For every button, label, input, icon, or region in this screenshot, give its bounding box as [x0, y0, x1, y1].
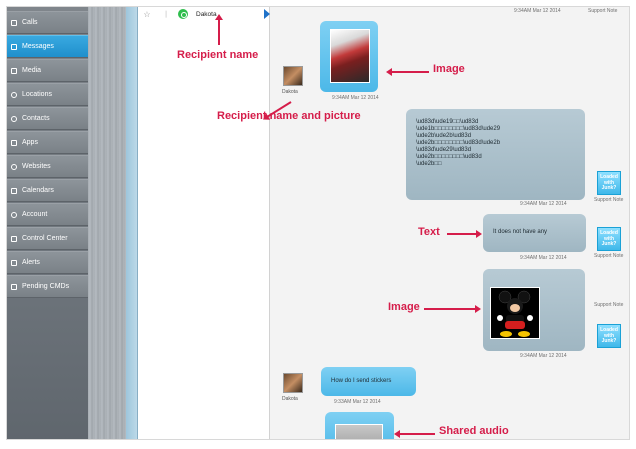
annotation-arrow	[394, 430, 435, 438]
apps-icon	[11, 139, 17, 146]
support-note-link[interactable]: Support Note	[594, 253, 624, 259]
app-window: Calls Messages Media Locations Contacts …	[6, 6, 630, 440]
annotation-label: Image	[388, 301, 420, 313]
brushed-metal-panel	[88, 7, 126, 439]
sidebar-item-label: Calendars	[22, 187, 54, 194]
sidebar-item-alerts[interactable]: Alerts	[7, 251, 88, 274]
annotation-arrow	[386, 68, 429, 76]
badge-text: Loaded	[600, 327, 618, 333]
sidebar-item-label: Media	[22, 67, 42, 74]
sidebar-item-label: Locations	[22, 91, 52, 98]
loaded-with-junk-badge[interactable]: Loaded with Junk?	[597, 171, 621, 195]
message-bubble-outgoing[interactable]	[483, 269, 585, 351]
sidebar: Calls Messages Media Locations Contacts …	[7, 7, 88, 439]
sidebar-item-label: Contacts	[22, 115, 50, 122]
annotation-label: Shared audio	[439, 425, 509, 437]
sidebar-item-control-center[interactable]: Control Center	[7, 227, 88, 250]
recipient-name: Dakota	[196, 10, 217, 18]
sender-name: Dakota	[282, 89, 298, 95]
shared-image[interactable]	[330, 29, 370, 83]
sidebar-item-apps[interactable]: Apps	[7, 131, 88, 154]
avatar	[283, 373, 303, 393]
annotation-label: Recipient name	[177, 49, 259, 61]
timestamp: 9:34AM Mar 12 2014	[520, 201, 567, 207]
annotation-arrow	[215, 14, 223, 45]
calendar-icon	[11, 187, 17, 194]
conversation-list-item[interactable]: ☆ ❘ Dakota	[138, 7, 270, 21]
shared-image[interactable]	[490, 287, 540, 339]
support-note-link[interactable]: Support Note	[594, 302, 624, 308]
message-text: It does not have any	[493, 229, 548, 235]
message-bubble-incoming[interactable]: How do I send stickers	[321, 367, 416, 396]
badge-text: Loaded	[600, 174, 618, 180]
timestamp: 9:34AM Mar 12 2014	[514, 8, 561, 14]
timestamp: 9:34AM Mar 12 2014	[520, 255, 567, 261]
panel-rail	[126, 7, 138, 439]
sidebar-item-calendars[interactable]: Calendars	[7, 179, 88, 202]
annotation-arrow	[447, 230, 482, 238]
message-icon	[11, 43, 17, 50]
loaded-with-junk-badge[interactable]: Loaded with Junk?	[597, 324, 621, 348]
websites-icon	[11, 163, 17, 170]
sidebar-item-calls[interactable]: Calls	[7, 11, 88, 34]
sidebar-item-label: Websites	[22, 163, 51, 170]
message-bubble-outgoing[interactable]: It does not have any	[483, 214, 586, 252]
support-note-link[interactable]: Support Note	[588, 8, 618, 14]
timestamp: 9:33AM Mar 12 2014	[334, 399, 381, 405]
message-bubble-incoming[interactable]	[320, 21, 378, 92]
sidebar-item-label: Control Center	[22, 235, 68, 242]
mickey-sticker-image	[497, 290, 533, 337]
control-icon	[11, 235, 17, 242]
sidebar-item-label: Calls	[22, 19, 38, 26]
phone-icon	[11, 19, 17, 26]
alerts-icon	[11, 259, 17, 266]
sidebar-item-locations[interactable]: Locations	[7, 83, 88, 106]
loaded-with-junk-badge[interactable]: Loaded with Junk?	[597, 227, 621, 251]
message-bubble-incoming[interactable]	[325, 412, 394, 439]
support-note-link[interactable]: Support Note	[594, 197, 624, 203]
sidebar-item-contacts[interactable]: Contacts	[7, 107, 88, 130]
sidebar-item-media[interactable]: Media	[7, 59, 88, 82]
badge-text: with	[604, 179, 614, 186]
sidebar-item-websites[interactable]: Websites	[7, 155, 88, 178]
star-icon[interactable]: ☆	[143, 9, 151, 19]
annotation-label: Image	[433, 63, 465, 75]
chevron-right-icon[interactable]	[264, 9, 270, 19]
shared-audio-thumbnail[interactable]	[335, 424, 383, 439]
timestamp: 9:34AM Mar 12 2014	[520, 353, 567, 359]
sidebar-item-account[interactable]: Account	[7, 203, 88, 226]
annotation-label: Recipient name and picture	[217, 110, 361, 122]
account-icon	[11, 211, 17, 218]
badge-text: Junk?	[601, 241, 617, 247]
sidebar-item-label: Messages	[22, 43, 54, 50]
conversation-list: ☆ ❘ Dakota	[138, 7, 270, 439]
badge-text: with	[604, 235, 614, 242]
sidebar-item-label: Account	[22, 211, 48, 218]
whatsapp-icon	[178, 9, 188, 19]
badge-text: Loaded	[600, 230, 618, 236]
pin-icon: ❘	[163, 11, 169, 18]
message-text: How do I send stickers	[331, 378, 392, 384]
badge-text: Junk?	[601, 338, 617, 344]
sidebar-item-label: Apps	[22, 139, 38, 146]
annotation-label: Text	[418, 226, 440, 238]
message-bubble-outgoing[interactable]: \ud83d\ude19□□\ud83d \ude1b□□□□□□□□\ud83…	[406, 109, 585, 200]
pending-icon	[11, 283, 17, 290]
conversation-thread: 9:34AM Mar 12 2014 Support Note Dakota 9…	[270, 7, 629, 439]
annotation-arrow	[424, 305, 481, 313]
badge-text: with	[604, 332, 614, 339]
sidebar-item-label: Pending CMDs	[22, 283, 70, 290]
sidebar-item-label: Alerts	[22, 259, 40, 266]
message-text: \ud83d\ude19□□\ud83d \ude1b□□□□□□□□\ud83…	[416, 119, 501, 167]
media-icon	[11, 67, 17, 74]
location-icon	[11, 91, 17, 98]
sidebar-item-messages[interactable]: Messages	[7, 35, 88, 58]
sender-name: Dakota	[282, 396, 298, 402]
sidebar-item-pending-cmds[interactable]: Pending CMDs	[7, 275, 88, 298]
badge-text: Junk?	[601, 185, 617, 191]
contacts-icon	[11, 115, 17, 122]
avatar	[283, 66, 303, 86]
timestamp: 9:34AM Mar 12 2014	[332, 95, 379, 101]
